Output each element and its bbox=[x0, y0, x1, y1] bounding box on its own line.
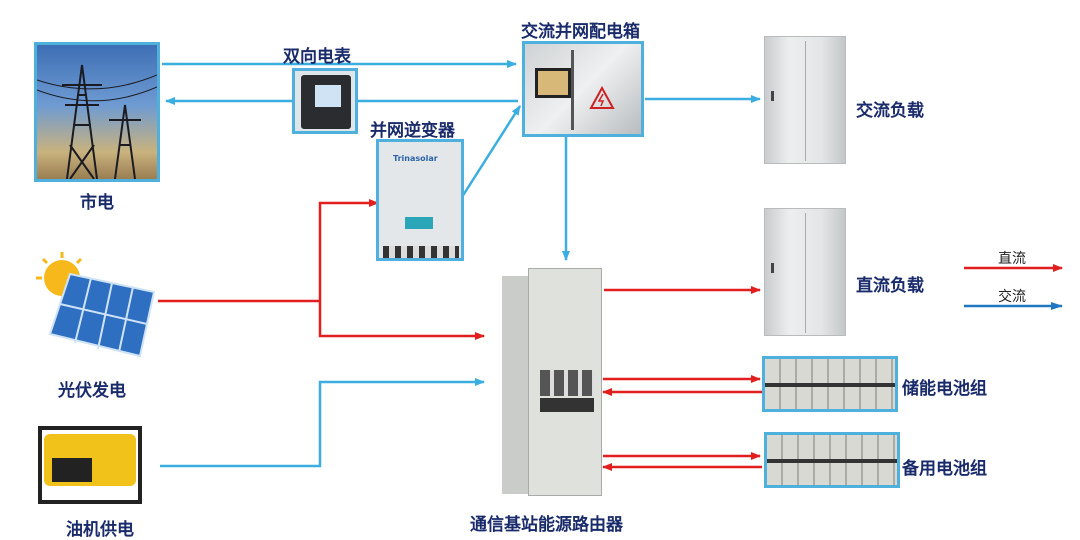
wire-pv-to-inverter bbox=[318, 199, 379, 301]
dc-load-cabinet-icon bbox=[764, 208, 846, 336]
energy-router-cabinet-icon bbox=[492, 262, 604, 498]
power-tower-icon bbox=[37, 64, 157, 179]
dc-load-label: 直流负载 bbox=[856, 276, 924, 296]
warning-sign-icon bbox=[589, 86, 615, 109]
grid-label: 市电 bbox=[80, 193, 114, 213]
wire-diesel-to-router bbox=[160, 378, 485, 468]
generator-icon bbox=[34, 418, 146, 510]
ac-load-label: 交流负载 bbox=[856, 101, 924, 121]
diesel-label: 油机供电 bbox=[66, 520, 134, 540]
backup-battery-icon bbox=[764, 432, 900, 488]
storage-label: 储能电池组 bbox=[902, 379, 987, 399]
ac-load-cabinet-icon bbox=[764, 36, 846, 164]
inverter-label: 并网逆变器 bbox=[370, 121, 455, 141]
inverter-brand: Trinasolar bbox=[393, 154, 438, 163]
router-label: 通信基站能源路由器 bbox=[470, 515, 623, 535]
wire-inverter-to-acbox bbox=[460, 105, 522, 198]
storage-battery-icon bbox=[762, 356, 898, 412]
pv-label: 光伏发电 bbox=[58, 381, 126, 401]
ac-box-label: 交流并网配电箱 bbox=[521, 22, 640, 42]
legend-dc-label: 直流 bbox=[998, 251, 1026, 267]
solar-panel-icon bbox=[30, 250, 158, 360]
meter-label: 双向电表 bbox=[283, 47, 351, 67]
electric-meter-icon bbox=[292, 68, 358, 134]
wire-pv-to-router bbox=[318, 301, 485, 340]
grid-image bbox=[34, 42, 160, 182]
inverter-icon: Trinasolar bbox=[376, 139, 464, 261]
distribution-box-icon bbox=[522, 41, 644, 137]
backup-label: 备用电池组 bbox=[902, 459, 987, 479]
legend-ac-label: 交流 bbox=[998, 289, 1026, 305]
